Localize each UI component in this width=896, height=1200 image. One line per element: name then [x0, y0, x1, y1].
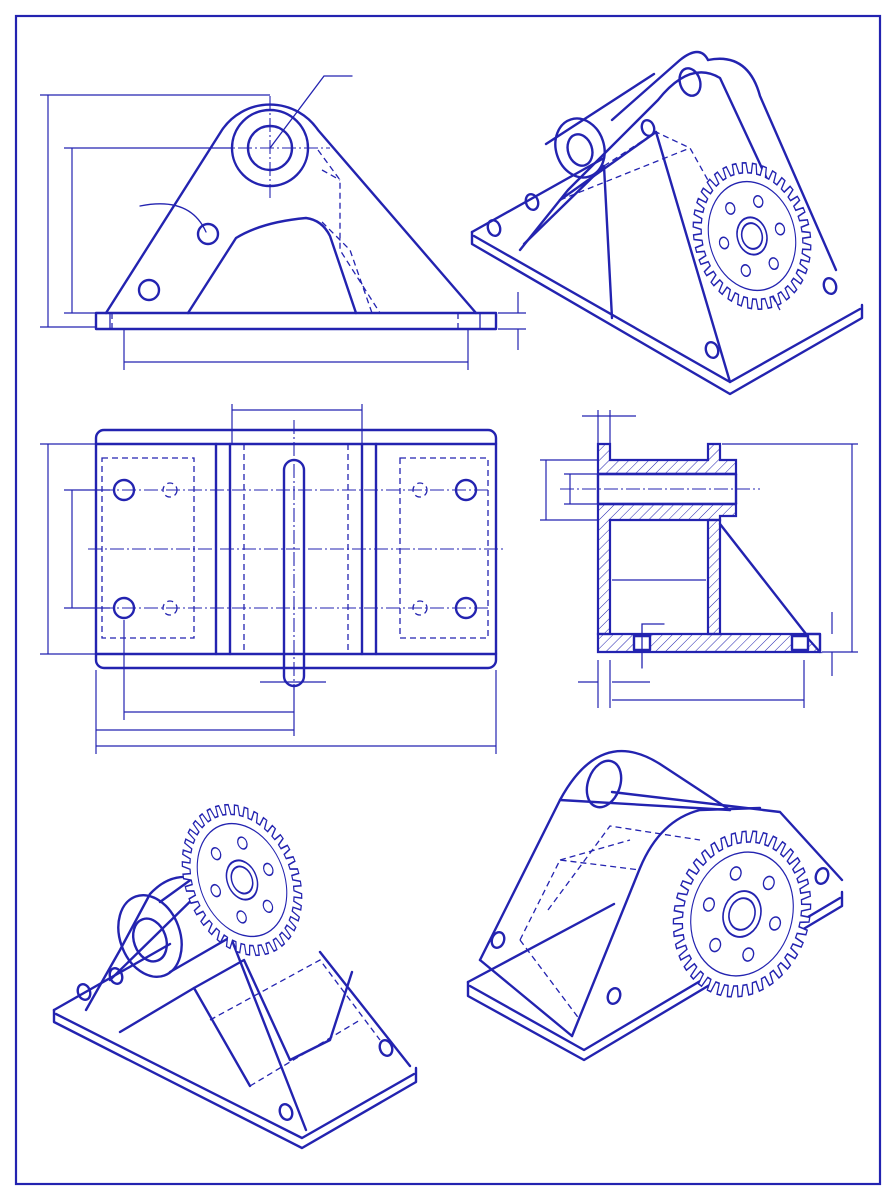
gear-icon	[181, 803, 303, 957]
gear-ring	[736, 216, 768, 256]
gear-teeth	[181, 803, 303, 957]
gear-lightening-hole	[774, 222, 786, 236]
gear-lightening-hole	[753, 194, 764, 208]
gear-ring	[707, 180, 797, 292]
isometric-bottom-right-view	[466, 749, 844, 1062]
gear-lightening-hole	[742, 947, 755, 962]
gear-teeth	[692, 162, 812, 310]
bolt-hole-icon	[196, 222, 220, 246]
side-section-view	[540, 410, 858, 708]
gear-lightening-hole	[769, 916, 782, 931]
sheet-border	[14, 14, 882, 1186]
gear-lightening-hole	[718, 236, 730, 250]
gear-lightening-hole	[725, 201, 736, 215]
gear-icon	[692, 162, 812, 310]
isometric-bottom-left-view	[52, 803, 418, 1150]
gear-lightening-hole	[210, 847, 222, 861]
gear-bore	[728, 897, 756, 931]
gear-lightening-hole	[702, 897, 715, 912]
gear-lightening-hole	[262, 862, 274, 877]
gear-ring	[722, 890, 762, 938]
gear-lightening-hole	[768, 257, 779, 271]
gear-icon	[672, 830, 812, 998]
front-elevation-view	[40, 75, 526, 370]
gear-ring	[196, 822, 288, 938]
gear-bore	[230, 865, 254, 895]
isometric-top-right-view	[470, 50, 864, 396]
bolt-hole-icon	[137, 278, 161, 302]
gear-lightening-hole	[237, 836, 248, 850]
gear-teeth	[672, 830, 812, 998]
gear-bore	[740, 222, 764, 250]
gear-lightening-hole	[740, 264, 751, 278]
gear-ring	[690, 851, 794, 977]
gear-ring	[225, 859, 259, 901]
gear-lightening-hole	[709, 937, 722, 953]
plan-view	[40, 404, 504, 754]
gear-lightening-hole	[236, 910, 247, 924]
gear-lightening-hole	[729, 866, 742, 881]
gear-lightening-hole	[762, 875, 775, 891]
gear-lightening-hole	[262, 899, 274, 913]
gear-lightening-hole	[210, 883, 222, 898]
